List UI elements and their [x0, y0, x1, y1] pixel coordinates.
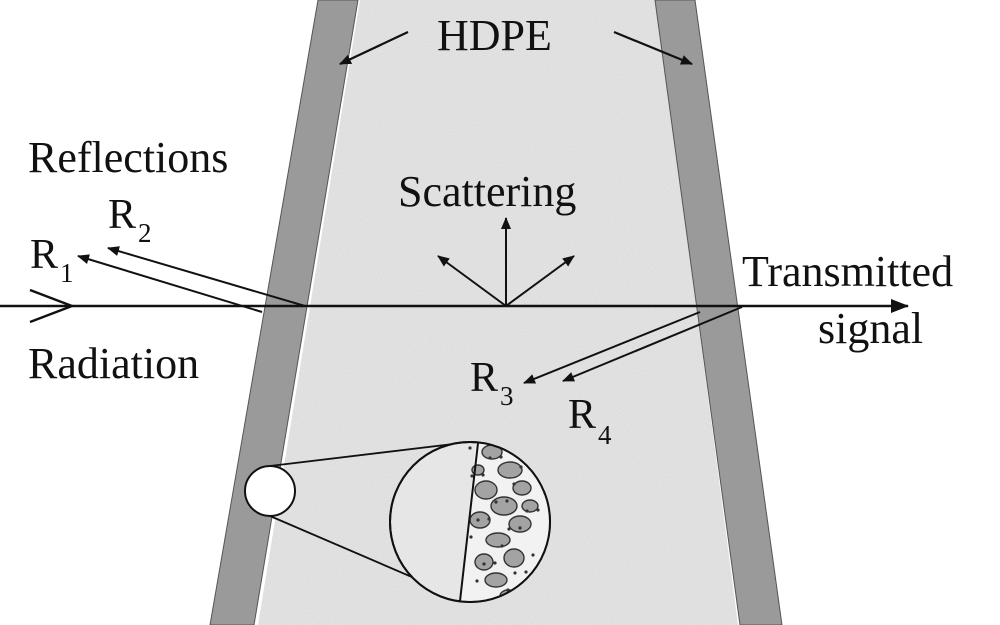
particle	[490, 496, 518, 516]
particle-dot	[487, 517, 491, 521]
r1-subscript: 1	[60, 258, 74, 288]
particle-dot	[494, 500, 498, 504]
particle-dot	[469, 535, 473, 539]
particle-dot	[519, 465, 523, 469]
particle	[469, 511, 491, 529]
r2-subscript: 2	[138, 218, 152, 248]
particle-dot	[513, 571, 517, 575]
particle	[508, 515, 532, 533]
particle-dot	[531, 553, 535, 557]
r4-subscript: 4	[598, 420, 612, 450]
reflection-r3-line	[523, 311, 701, 384]
scattering-label: Scattering	[398, 167, 576, 216]
particle-dot	[470, 474, 474, 478]
hdpe-arrow-right	[613, 30, 693, 66]
particle-dot	[481, 473, 485, 477]
particle-dot	[525, 509, 529, 513]
radiation-open-arrowhead	[29, 288, 76, 324]
particle-dot	[500, 544, 504, 548]
particle	[485, 532, 511, 548]
particle-dot	[482, 562, 486, 566]
particle	[484, 572, 508, 588]
particle-dot	[518, 526, 522, 530]
particle	[503, 548, 525, 568]
particle	[497, 461, 523, 479]
signal-label: signal	[818, 304, 923, 353]
particle	[474, 553, 494, 571]
particle	[521, 499, 539, 513]
particle-dot	[512, 482, 516, 486]
particle-dot	[499, 455, 503, 459]
hdpe-wall-left	[209, 0, 359, 625]
reflection-r2-line	[107, 246, 306, 307]
particle-dot	[536, 508, 540, 512]
reflection-r4-line	[562, 306, 743, 382]
zoom-divider	[459, 442, 479, 602]
particle-dot	[475, 579, 479, 583]
reflections-label: Reflections	[28, 133, 228, 182]
particle-dot	[507, 527, 511, 531]
r2-letter: R	[108, 192, 136, 238]
r3-letter: R	[470, 355, 498, 401]
hdpe-wall-right	[654, 0, 783, 625]
particle-dot	[493, 561, 497, 565]
particle-dot	[488, 456, 492, 460]
particle-dot	[524, 570, 528, 574]
particle	[512, 480, 532, 496]
particle	[474, 480, 498, 500]
hdpe-label: HDPE	[437, 11, 552, 60]
particle-dot	[506, 588, 510, 592]
r3-subscript: 3	[500, 381, 514, 411]
sample-spot	[244, 465, 296, 517]
scatter-arrow-right	[505, 255, 575, 307]
scatter-arrow-left	[437, 255, 507, 307]
reflection-r1-line	[77, 254, 263, 313]
r1-letter: R	[30, 232, 58, 278]
r4-letter: R	[568, 392, 596, 438]
particle-dot	[476, 518, 480, 522]
tube-interior-texture	[258, 0, 738, 625]
particle-dot	[468, 446, 472, 450]
hdpe-arrow-left	[339, 31, 409, 65]
radiation-label: Radiation	[28, 339, 199, 388]
particle-dot	[505, 499, 509, 503]
transmitted-label: Transmitted	[742, 247, 953, 296]
